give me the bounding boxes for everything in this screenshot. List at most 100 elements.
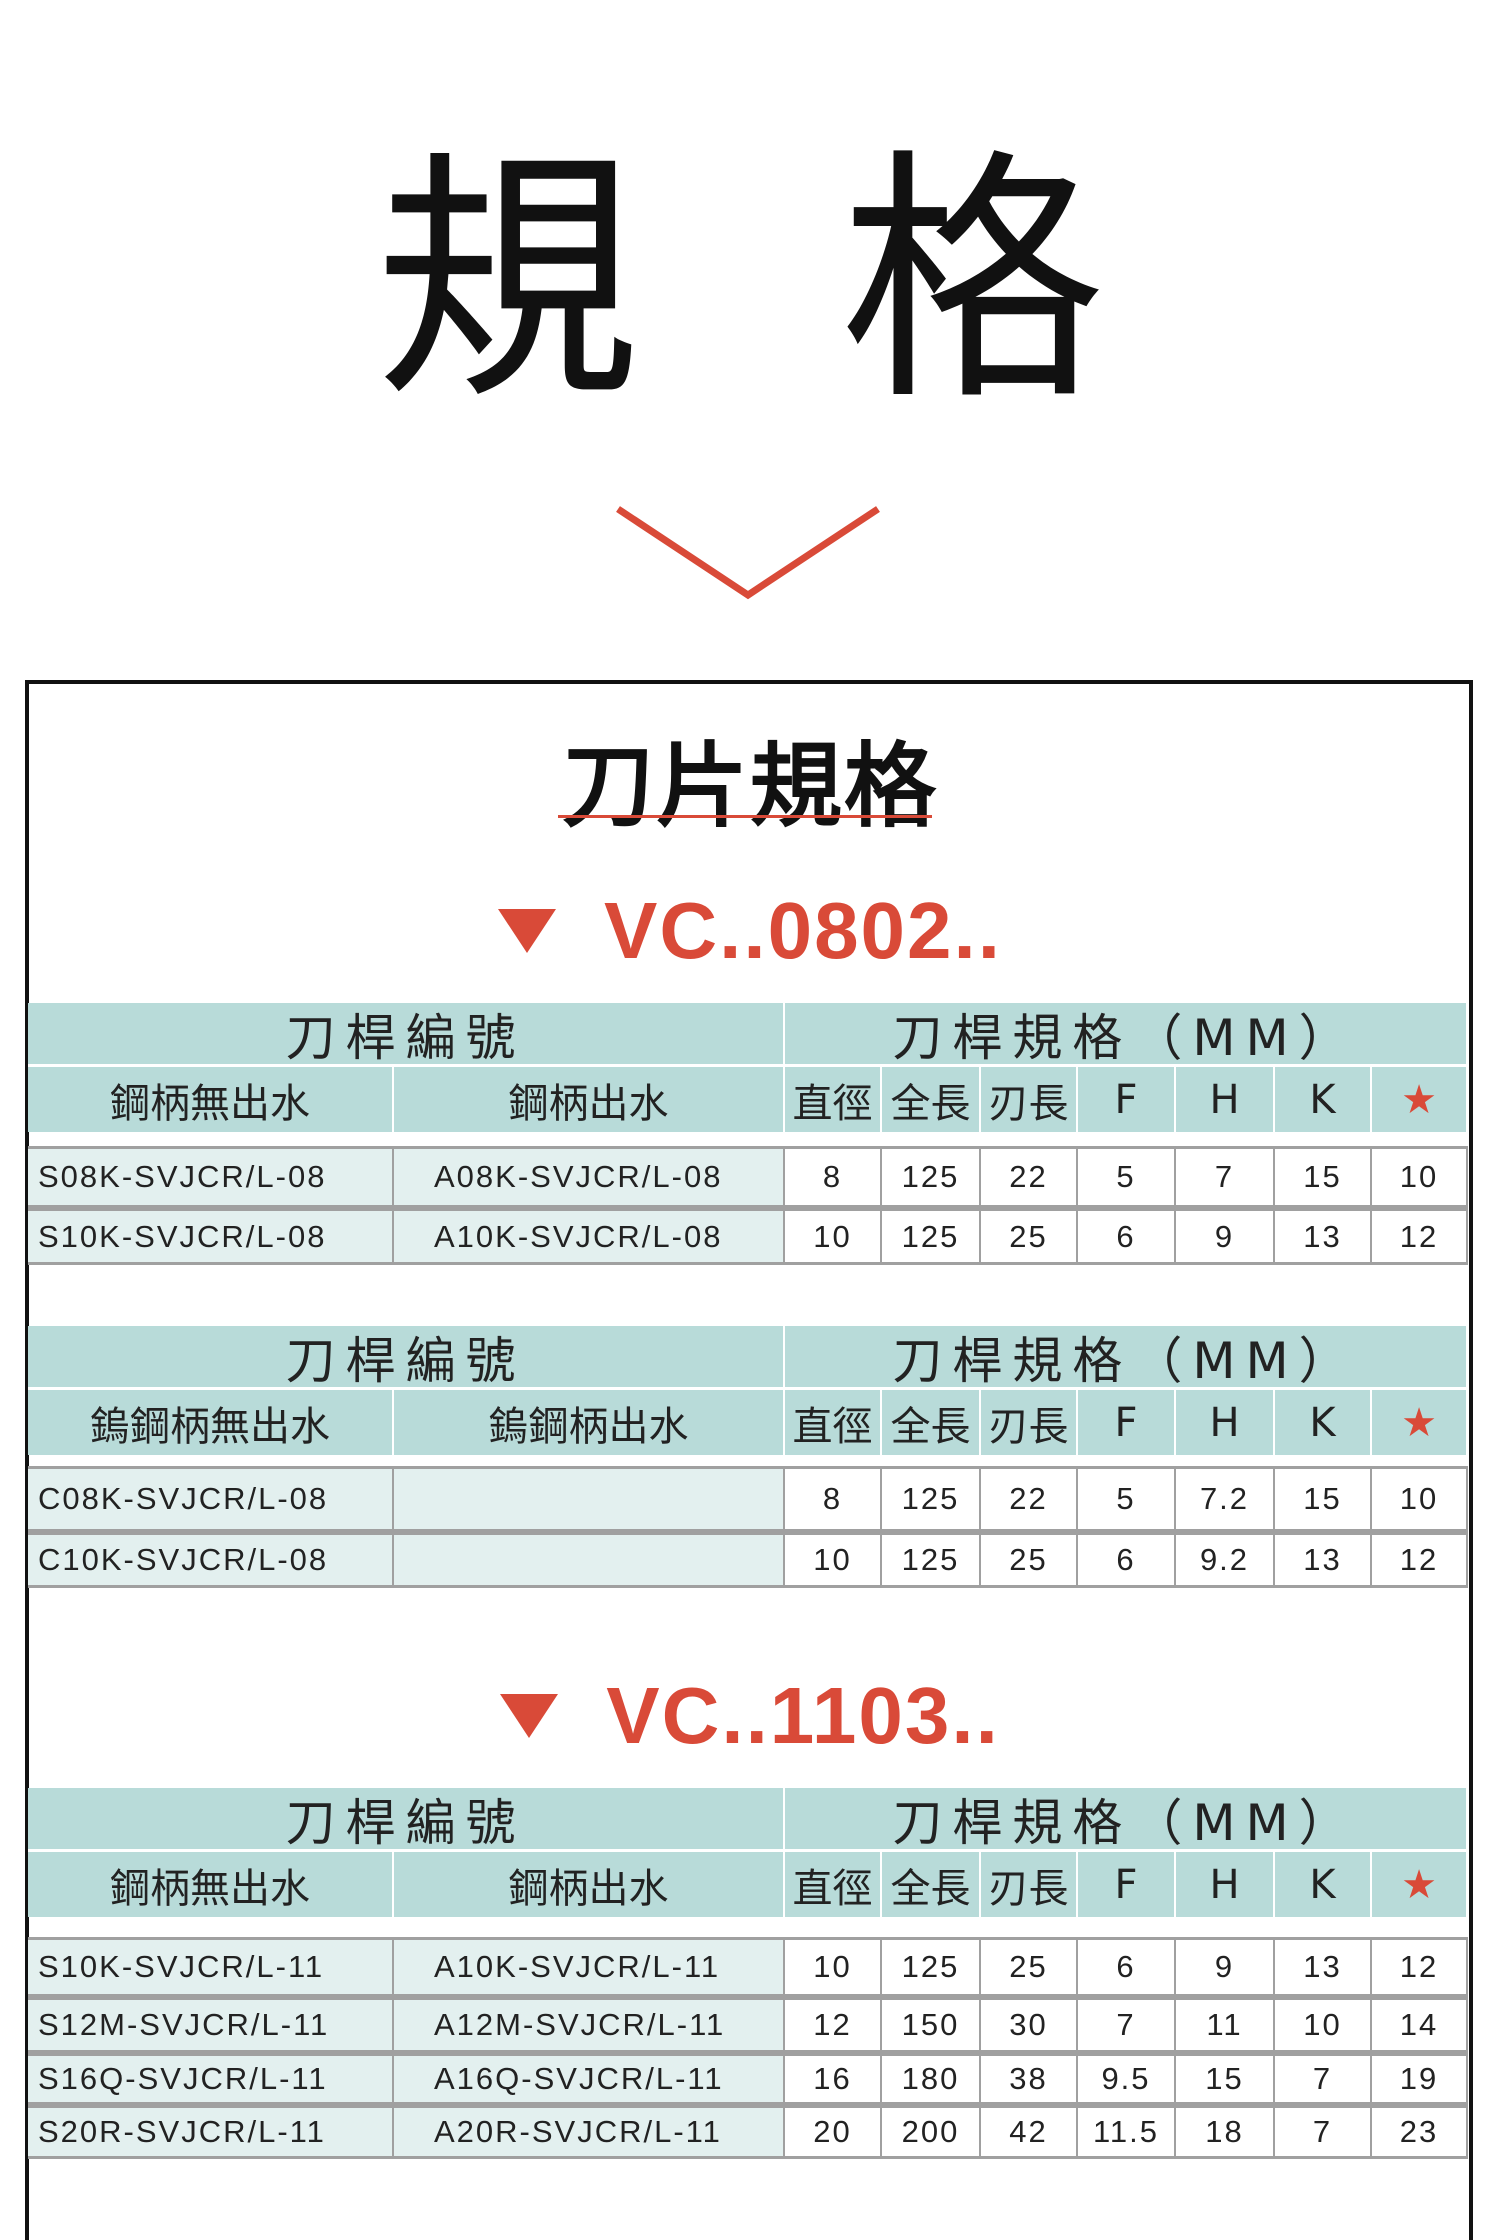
cell-blade-length: 25	[981, 1211, 1078, 1265]
cell-star: 19	[1372, 2056, 1468, 2105]
cell-length: 125	[882, 1149, 981, 1208]
column-header-star: ★	[1372, 1852, 1468, 1917]
group-header-code: 刀桿編號	[28, 1326, 785, 1390]
cell-f: 11.5	[1078, 2108, 1176, 2159]
cell-star: 12	[1372, 1940, 1468, 1997]
column-header-length: 全長	[882, 1067, 981, 1132]
page-title-char-1: 規	[375, 128, 640, 436]
cell-blade-length: 42	[981, 2108, 1078, 2159]
cell-diameter: 12	[785, 2000, 882, 2053]
cell-star: 10	[1372, 1149, 1468, 1208]
cell-blade-length: 22	[981, 1469, 1078, 1532]
cell-length: 125	[882, 1211, 981, 1265]
cell-k: 13	[1275, 1535, 1372, 1588]
cell-length: 150	[882, 2000, 981, 2053]
column-header-diameter: 直徑	[785, 1852, 882, 1917]
section-title: 刀片規格	[561, 733, 938, 840]
cell-coolant-code: A10K-SVJCR/L-11	[394, 1940, 785, 1997]
cell-f: 5	[1078, 1149, 1176, 1208]
group-header-spec: 刀桿規格（MM）	[785, 1788, 1468, 1852]
column-header-star: ★	[1372, 1067, 1468, 1132]
model-heading-2: VC..1103..	[0, 1670, 1500, 1762]
cell-f: 9.5	[1078, 2056, 1176, 2105]
column-header-coolant-code: 鋼柄出水	[394, 1067, 785, 1132]
model-label: VC..1103..	[606, 1671, 1000, 1760]
column-header-blade-length: 刃長	[981, 1067, 1078, 1132]
cell-no-coolant-code: S10K-SVJCR/L-08	[28, 1211, 394, 1265]
page-title-char-2: 格	[840, 128, 1105, 436]
cell-k: 7	[1275, 2108, 1372, 2159]
column-header-f: F	[1078, 1390, 1176, 1455]
group-header-code: 刀桿編號	[28, 1003, 785, 1067]
column-header-no-coolant-code: 鋼柄無出水	[28, 1067, 394, 1132]
cell-no-coolant-code: C10K-SVJCR/L-08	[28, 1535, 394, 1588]
cell-coolant-code: A08K-SVJCR/L-08	[394, 1149, 785, 1208]
cell-no-coolant-code: C08K-SVJCR/L-08	[28, 1469, 394, 1532]
cell-diameter: 8	[785, 1149, 882, 1208]
cell-h: 11	[1176, 2000, 1275, 2053]
group-header-spec: 刀桿規格（MM）	[785, 1003, 1468, 1067]
group-header-row: 刀桿編號刀桿規格（MM）	[28, 1003, 1468, 1067]
column-header-h: H	[1176, 1852, 1275, 1917]
column-header-length: 全長	[882, 1852, 981, 1917]
column-header-blade-length: 刃長	[981, 1390, 1078, 1455]
cell-blade-length: 30	[981, 2000, 1078, 2053]
triangle-down-icon	[500, 1693, 559, 1738]
column-header-diameter: 直徑	[785, 1067, 882, 1132]
cell-blade-length: 25	[981, 1535, 1078, 1588]
cell-star: 14	[1372, 2000, 1468, 2053]
cell-length: 200	[882, 2108, 981, 2159]
cell-diameter: 10	[785, 1211, 882, 1265]
column-header-star: ★	[1372, 1390, 1468, 1455]
model-label: VC..0802..	[603, 886, 1002, 975]
chevron-down-icon	[616, 506, 880, 600]
cell-blade-length: 22	[981, 1149, 1078, 1208]
cell-star: 12	[1372, 1535, 1468, 1588]
cell-length: 125	[882, 1940, 981, 1997]
spec-panel	[25, 680, 1473, 2240]
column-header-coolant-code: 鋼柄出水	[394, 1852, 785, 1917]
cell-k: 15	[1275, 1149, 1372, 1208]
cell-k: 13	[1275, 1211, 1372, 1265]
group-header-spec: 刀桿規格（MM）	[785, 1326, 1468, 1390]
cell-no-coolant-code: S12M-SVJCR/L-11	[28, 2000, 394, 2053]
cell-length: 180	[882, 2056, 981, 2105]
column-header-length: 全長	[882, 1390, 981, 1455]
section-title-underline	[558, 815, 932, 818]
column-header-no-coolant-code: 鋼柄無出水	[28, 1852, 394, 1917]
cell-h: 15	[1176, 2056, 1275, 2105]
column-header-no-coolant-code: 鎢鋼柄無出水	[28, 1390, 394, 1455]
column-header-f: F	[1078, 1852, 1176, 1917]
column-header-k: K	[1275, 1852, 1372, 1917]
cell-coolant-code: A10K-SVJCR/L-08	[394, 1211, 785, 1265]
column-header-h: H	[1176, 1390, 1275, 1455]
cell-f: 5	[1078, 1469, 1176, 1532]
cell-k: 13	[1275, 1940, 1372, 1997]
cell-h: 7.2	[1176, 1469, 1275, 1532]
cell-diameter: 10	[785, 1940, 882, 1997]
model-heading-1: VC..0802..	[0, 885, 1500, 977]
cell-diameter: 8	[785, 1469, 882, 1532]
cell-f: 6	[1078, 1535, 1176, 1588]
cell-star: 12	[1372, 1211, 1468, 1265]
cell-h: 9	[1176, 1940, 1275, 1997]
cell-length: 125	[882, 1469, 981, 1532]
cell-coolant-code	[394, 1535, 785, 1588]
triangle-down-icon	[497, 908, 556, 953]
cell-k: 7	[1275, 2056, 1372, 2105]
cell-no-coolant-code: S16Q-SVJCR/L-11	[28, 2056, 394, 2105]
cell-h: 9	[1176, 1211, 1275, 1265]
column-header-coolant-code: 鎢鋼柄出水	[394, 1390, 785, 1455]
group-header-row: 刀桿編號刀桿規格（MM）	[28, 1326, 1468, 1390]
cell-k: 10	[1275, 2000, 1372, 2053]
cell-coolant-code: A20R-SVJCR/L-11	[394, 2108, 785, 2159]
cell-f: 6	[1078, 1940, 1176, 1997]
